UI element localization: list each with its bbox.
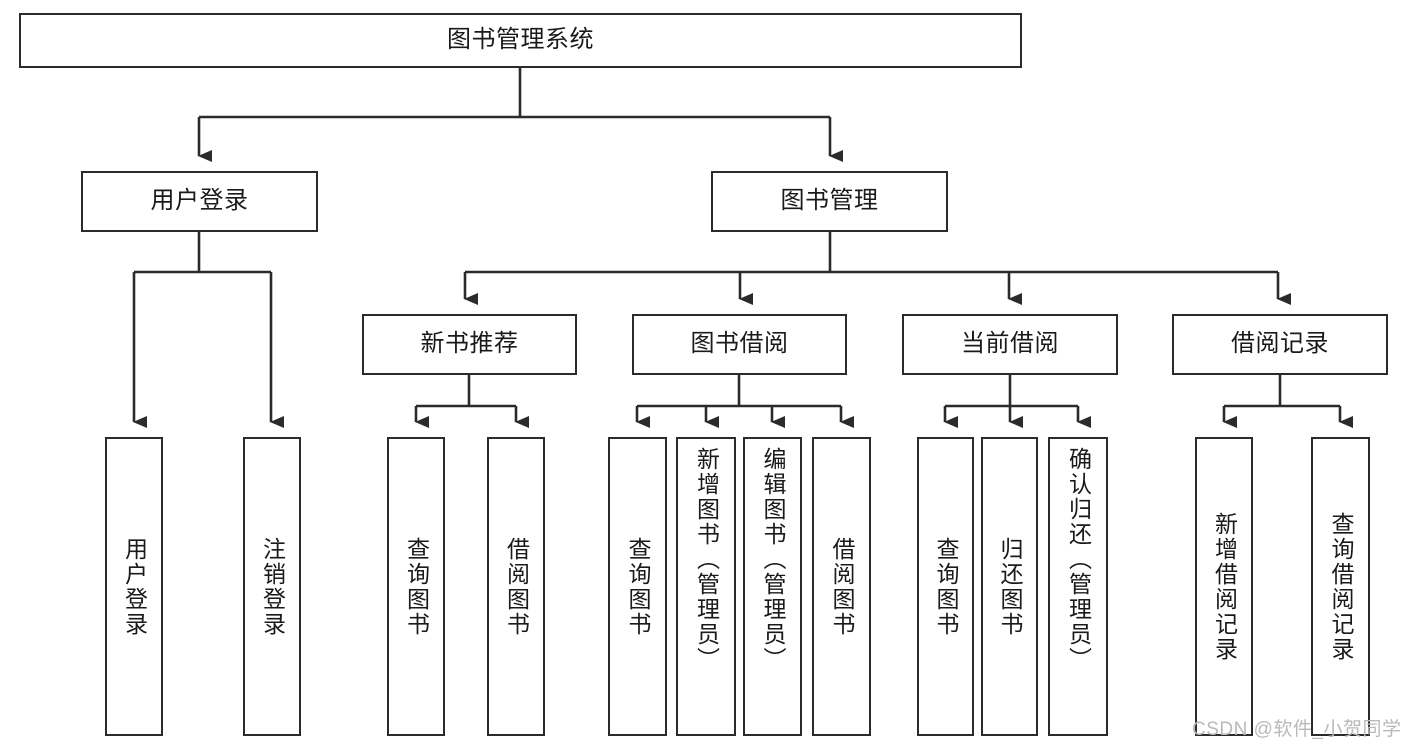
leaf-query-borrow-record[interactable]: 查询借阅记录 — [1311, 437, 1370, 736]
leaf-borrow-book-rec[interactable]: 借阅图书 — [487, 437, 545, 736]
leaf-add-borrow-record-label: 新增借阅记录 — [1211, 511, 1238, 662]
leaf-edit-book-admin-label: 编辑图书（管理员） — [760, 447, 786, 672]
node-current-borrow-label: 当前借阅 — [961, 330, 1059, 358]
node-root[interactable]: 图书管理系统 — [19, 13, 1022, 68]
leaf-query-book-rec-label: 查询图书 — [403, 536, 430, 637]
node-new-book-recommend[interactable]: 新书推荐 — [362, 314, 577, 375]
leaf-query-book-current-label: 查询图书 — [933, 536, 959, 637]
node-book-borrow-label: 图书借阅 — [690, 330, 789, 358]
node-new-book-recommend-label: 新书推荐 — [420, 330, 519, 358]
leaf-user-login-label: 用户登录 — [121, 536, 148, 637]
node-user-login[interactable]: 用户登录 — [81, 171, 318, 232]
node-root-label: 图书管理系统 — [447, 26, 594, 54]
leaf-return-book-label: 归还图书 — [997, 536, 1023, 637]
leaf-user-login[interactable]: 用户登录 — [105, 437, 163, 736]
leaf-query-book-borrow-label: 查询图书 — [625, 536, 651, 637]
csdn-watermark: CSDN @软件_小贺同学 — [1192, 719, 1402, 740]
leaf-borrow-book[interactable]: 借阅图书 — [812, 437, 871, 736]
leaf-edit-book-admin[interactable]: 编辑图书（管理员） — [743, 437, 802, 736]
node-book-borrow[interactable]: 图书借阅 — [632, 314, 847, 375]
leaf-query-book-rec[interactable]: 查询图书 — [387, 437, 445, 736]
leaf-add-book-admin-label: 新增图书（管理员） — [693, 447, 720, 672]
leaf-user-logout-label: 注销登录 — [259, 536, 286, 637]
leaf-borrow-book-label: 借阅图书 — [829, 536, 855, 637]
leaf-query-borrow-record-label: 查询借阅记录 — [1328, 511, 1354, 662]
node-book-manage[interactable]: 图书管理 — [711, 171, 948, 232]
leaf-add-book-admin[interactable]: 新增图书（管理员） — [676, 437, 736, 736]
leaf-return-book[interactable]: 归还图书 — [981, 437, 1038, 736]
leaf-add-borrow-record[interactable]: 新增借阅记录 — [1195, 437, 1253, 736]
leaf-confirm-return-admin-label: 确认归还（管理员） — [1065, 447, 1092, 672]
leaf-user-logout[interactable]: 注销登录 — [243, 437, 301, 736]
leaf-query-book-current[interactable]: 查询图书 — [917, 437, 974, 736]
leaf-query-book-borrow[interactable]: 查询图书 — [608, 437, 667, 736]
node-current-borrow[interactable]: 当前借阅 — [902, 314, 1118, 375]
node-borrow-record-label: 借阅记录 — [1231, 330, 1329, 358]
leaf-confirm-return-admin[interactable]: 确认归还（管理员） — [1048, 437, 1108, 736]
node-user-login-label: 用户登录 — [150, 187, 249, 215]
node-book-manage-label: 图书管理 — [780, 187, 879, 215]
leaf-borrow-book-rec-label: 借阅图书 — [503, 536, 530, 637]
node-borrow-record[interactable]: 借阅记录 — [1172, 314, 1388, 375]
